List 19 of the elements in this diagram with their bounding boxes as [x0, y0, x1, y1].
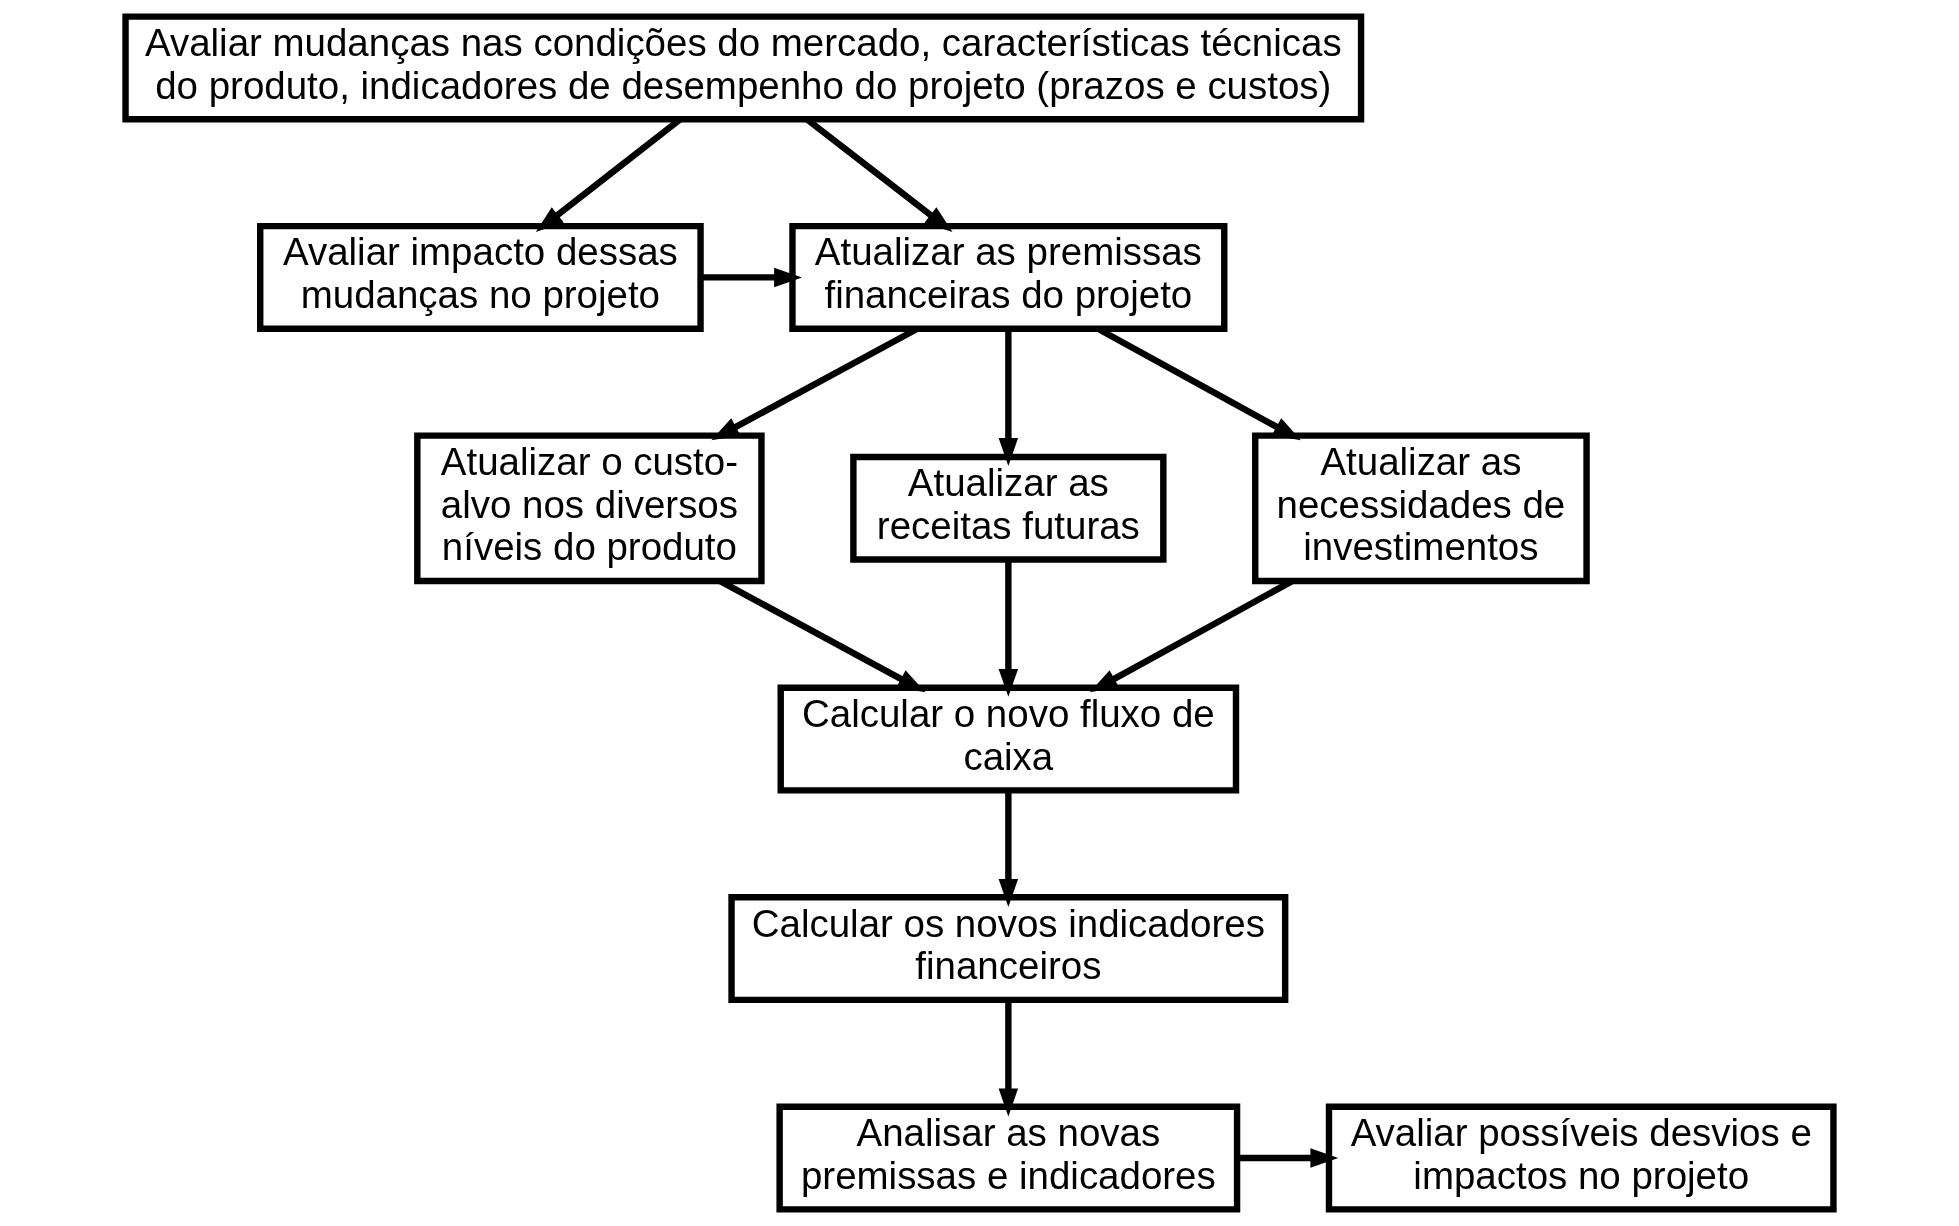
arrow [1096, 325, 1301, 441]
node-box: Avaliar impacto dessas mudanças no projeto [257, 222, 704, 332]
arrow [998, 790, 1019, 907]
arrow [711, 325, 919, 441]
arrow [998, 1000, 1019, 1117]
arrow [1089, 578, 1294, 693]
node-box: Atualizar as receitas futuras [850, 453, 1167, 563]
node-box: Avaliar possíveis desvios e impactos no projeto [1325, 1103, 1837, 1213]
arrow [998, 559, 1019, 697]
arrow [1237, 1148, 1339, 1168]
node-box: Calcular o novo fluxo de caixa [777, 684, 1240, 794]
node-box: Atualizar as premissas financeiras do projeto [789, 222, 1228, 332]
node-box: Calcular os novos indicadores financeiros [728, 894, 1289, 1004]
arrow [718, 578, 926, 693]
node-box: Atualizar as necessidades de investimentos [1252, 432, 1590, 585]
arrow [701, 267, 802, 288]
node-box: Atualizar o custo-alvo nos diversos níveis do produto [414, 432, 765, 585]
node-box: Avaliar mudanças nas condições do mercado, características técnicas do produto, indicadores de desempenho do projeto (prazos e custos) [122, 13, 1365, 123]
node-box: Analisar as novas premissas e indicadores [776, 1103, 1241, 1213]
